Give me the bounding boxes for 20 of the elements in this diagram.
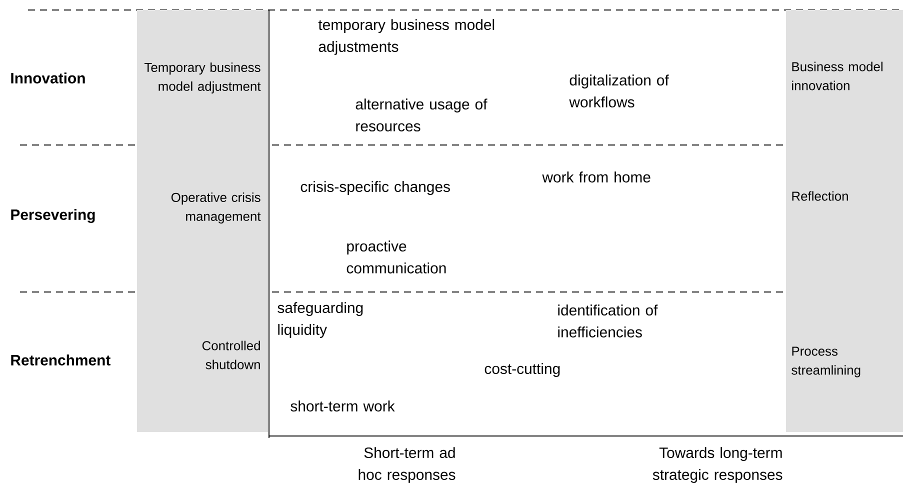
row-label: Persevering	[11, 209, 95, 223]
band-label: Process streamlining	[792, 346, 860, 378]
axis-label: Towards long-term strategic responses	[652, 447, 782, 483]
response-label: cost-cutting	[484, 363, 560, 377]
response-label: work from home	[542, 172, 650, 182]
axis-label: Short-term ad hoc responses	[358, 447, 456, 483]
band-label: Reflection	[792, 191, 848, 201]
band-label: Business model innovation	[792, 62, 882, 90]
band-label: Temporary business model adjustment	[144, 62, 261, 94]
band-label: Controlled shutdown	[202, 340, 260, 370]
response-label: short-term work	[290, 400, 395, 412]
response-label: crisis-specific changes	[300, 181, 450, 195]
response-label: temporary business model adjustments	[318, 19, 494, 55]
response-label: digitalization of workflows	[569, 74, 669, 108]
row-label: Innovation	[11, 72, 85, 84]
response-label: alternative usage of resources	[356, 98, 488, 132]
response-label: identification of inefficiencies	[558, 304, 658, 338]
row-label: Retrenchment	[11, 354, 110, 366]
response-label: proactive communication	[346, 240, 446, 274]
band-label: Operative crisis management	[171, 192, 261, 224]
